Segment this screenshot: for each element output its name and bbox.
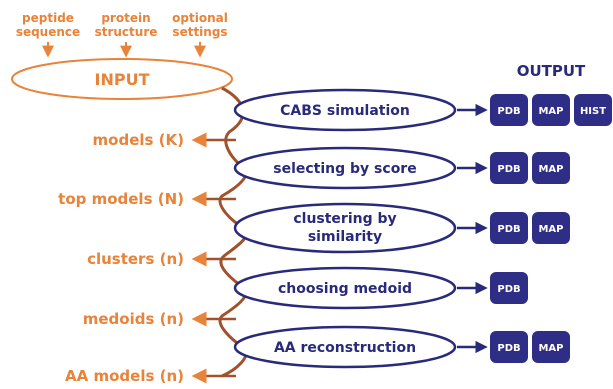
step-3-ellipse [233,202,457,254]
result-label-2: top models (N) [58,190,184,208]
step-5-ellipse [233,325,457,369]
input-peptide-sequence: peptide sequence [16,11,80,39]
step-aa-reconstruction: AA reconstruction [233,325,457,369]
input-peptide-line1: peptide [22,11,74,25]
badge-map-1 [532,94,570,126]
step-3-label-line1: clustering by [293,211,396,227]
main-flow-line [218,86,248,378]
outputs-step-3: PDB MAP [490,212,570,244]
badge-map-2 [532,152,570,184]
input-protein-structure: protein structure [95,11,158,39]
step-2-ellipse [233,146,457,190]
badge-hist-1 [574,94,612,126]
input-label: INPUT [95,70,150,89]
badge-pdb-3-label: PDB [497,224,520,235]
badge-pdb-5-label: PDB [497,343,520,354]
step-3-label-line2: similarity [308,229,382,245]
step-4-ellipse [233,266,457,310]
input-protein-line1: protein [101,11,150,25]
input-protein-line2: structure [95,25,158,39]
step-clustering-by-similarity: clustering by similarity [233,202,457,254]
badge-pdb-1-label: PDB [497,106,520,117]
badge-pdb-1 [490,94,528,126]
input-optional-line2: settings [172,25,227,39]
input-optional-line1: optional [172,11,228,25]
step-choosing-medoid: choosing medoid [233,266,457,310]
badge-map-5-label: MAP [538,343,563,354]
step-selecting-by-score: selecting by score [233,146,457,190]
badge-pdb-4 [490,272,528,304]
badge-pdb-4-label: PDB [497,284,520,295]
badge-pdb-2-label: PDB [497,164,520,175]
step-1-label: CABS simulation [280,103,410,119]
step-5-label: AA reconstruction [274,340,416,356]
badge-map-1-label: MAP [538,106,563,117]
output-label: OUTPUT [517,62,586,80]
badge-pdb-2 [490,152,528,184]
step-cabs-simulation: CABS simulation [233,88,457,132]
badge-pdb-3 [490,212,528,244]
input-peptide-line2: sequence [16,25,80,39]
badge-map-3-label: MAP [538,224,563,235]
outputs-step-5: PDB MAP [490,331,570,363]
result-label-4: medoids (n) [83,310,184,328]
input-ellipse [11,58,233,100]
result-label-1: models (K) [93,131,184,149]
badge-hist-1-label: HIST [580,106,606,117]
badge-map-3 [532,212,570,244]
result-label-3: clusters (n) [87,250,184,268]
step-4-label: choosing medoid [278,281,412,297]
badge-map-2-label: MAP [538,164,563,175]
badge-pdb-5 [490,331,528,363]
outputs-step-1: PDB MAP HIST [490,94,612,126]
outputs-step-2: PDB MAP [490,152,570,184]
input-optional-settings: optional settings [172,11,228,39]
badge-map-5 [532,331,570,363]
step-1-ellipse [233,88,457,132]
outputs-step-4: PDB [490,272,528,304]
step-2-label: selecting by score [273,161,416,177]
result-label-5: AA models (n) [65,367,184,384]
